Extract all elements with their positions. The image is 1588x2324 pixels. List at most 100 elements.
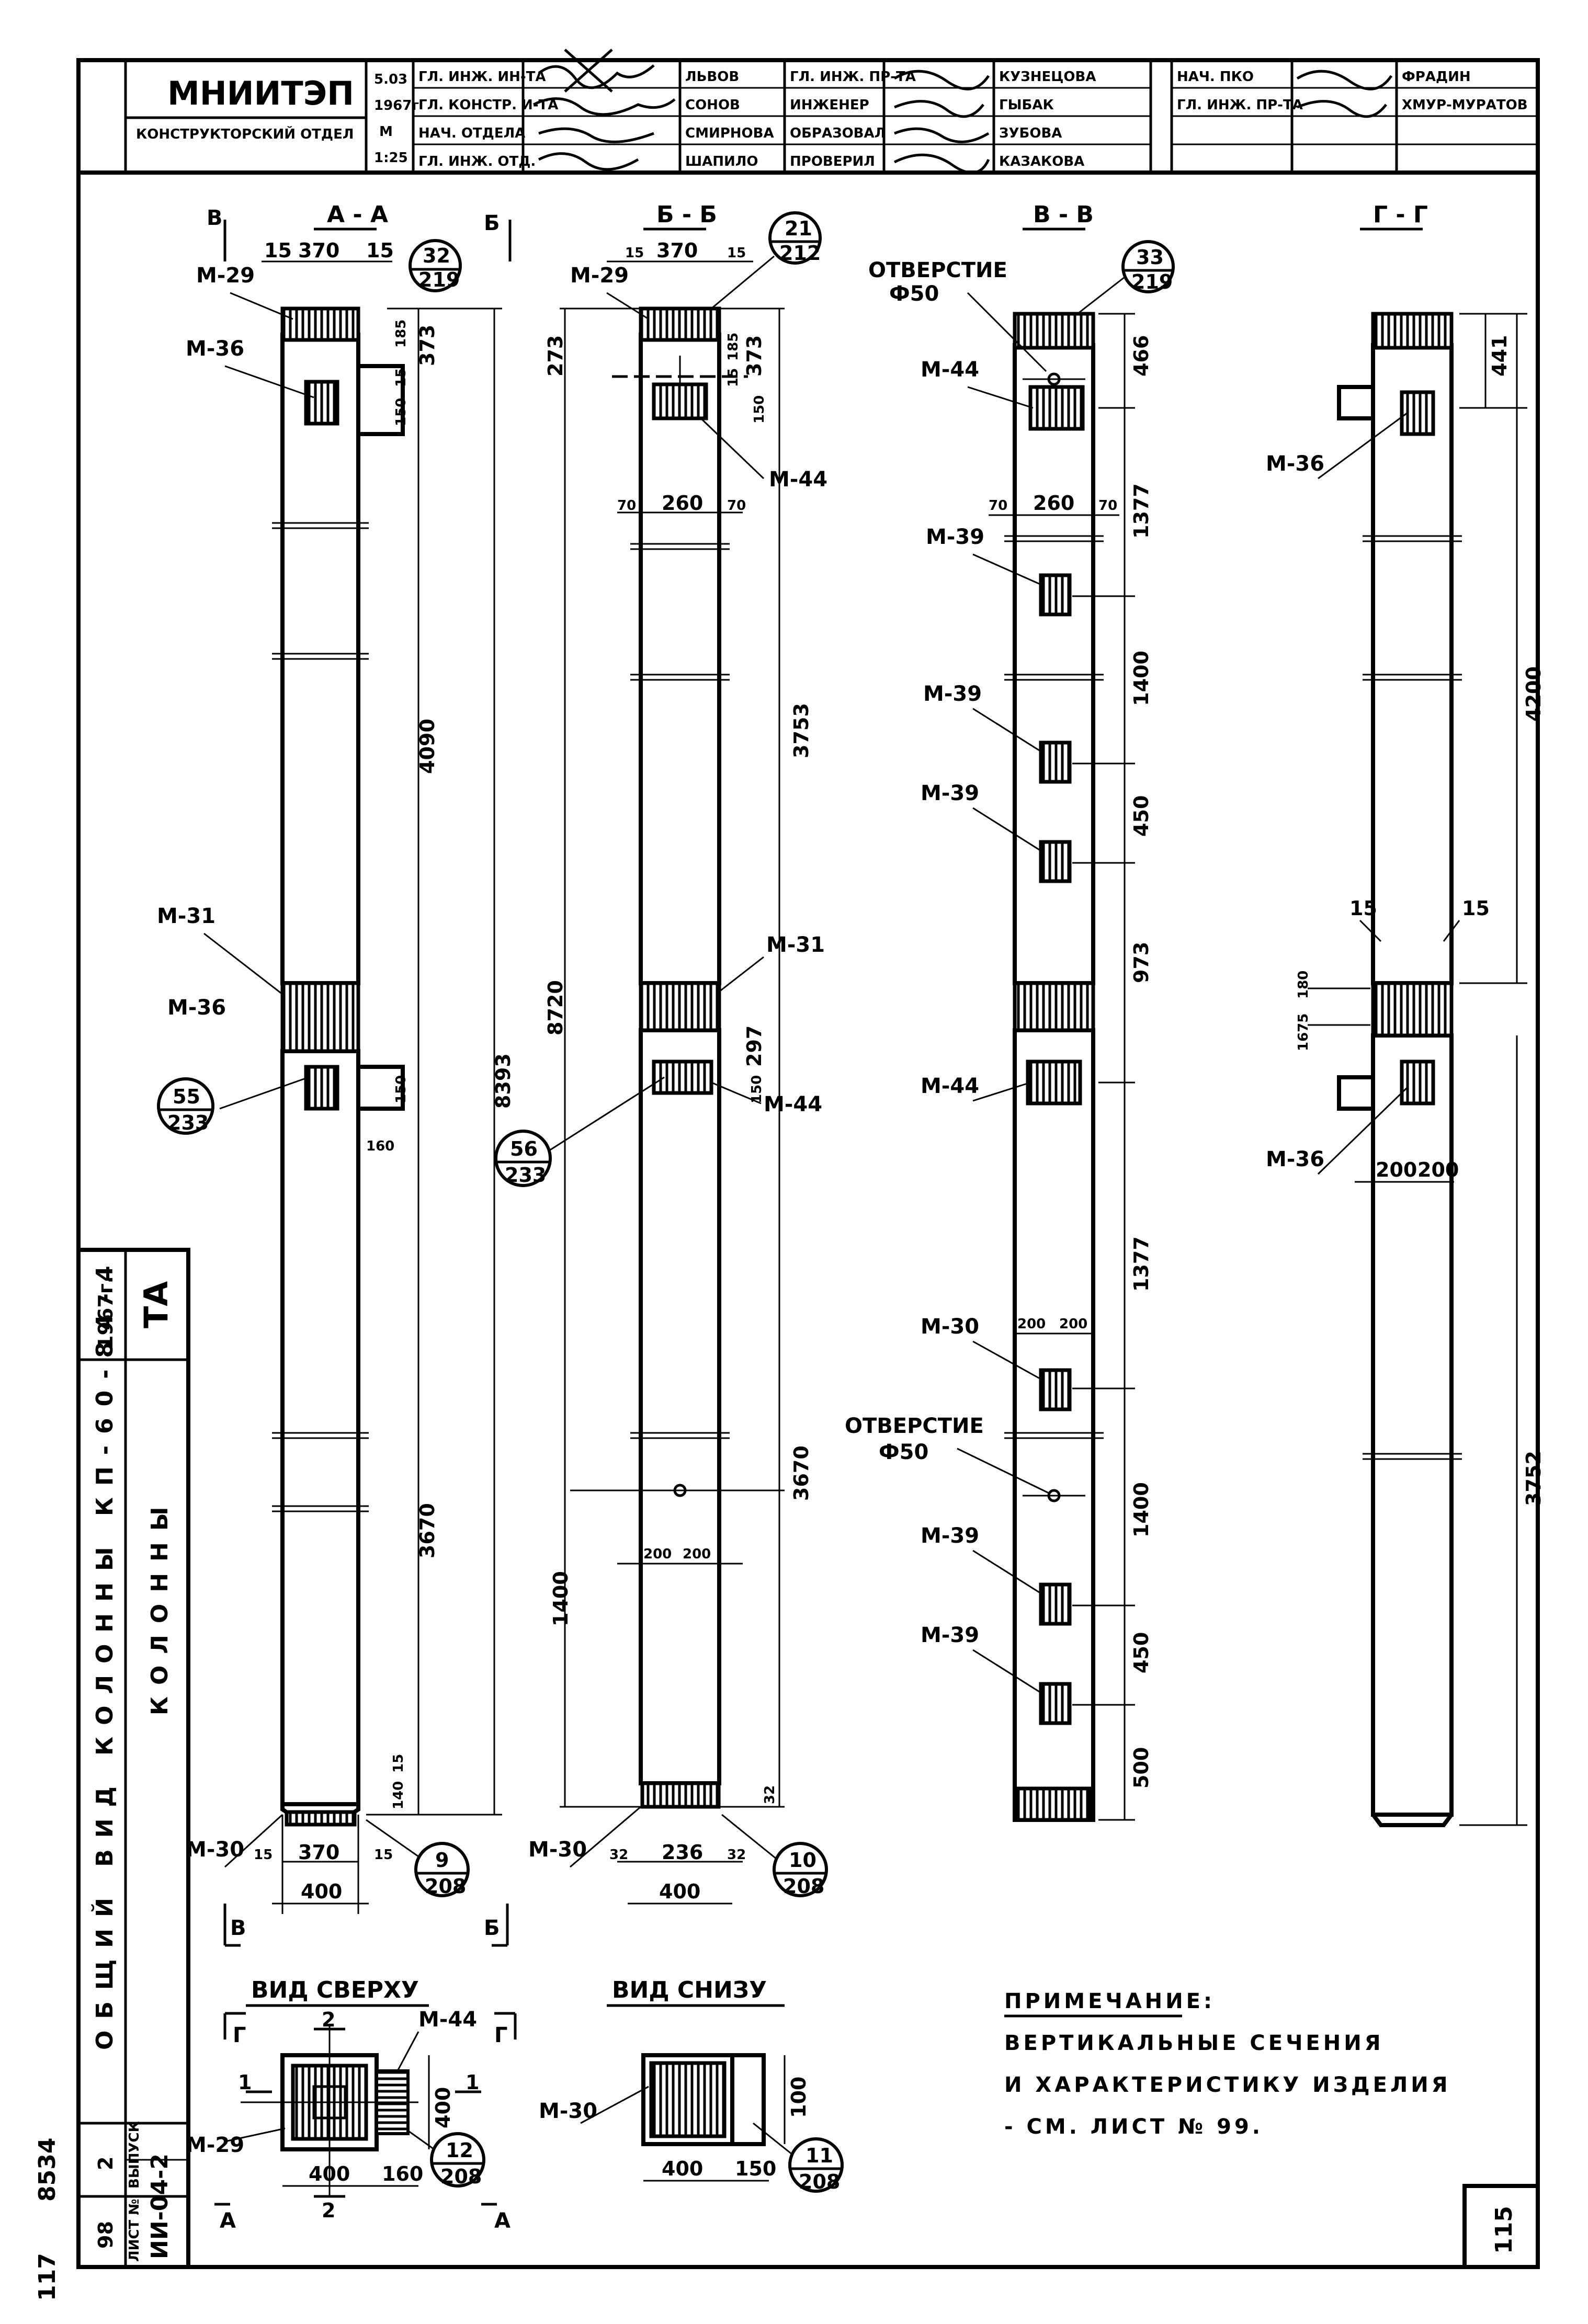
dim-bottom-150: 150 — [735, 2157, 776, 2180]
svg-text:56: 56 — [510, 1137, 538, 1160]
name-2: СОНОВ — [685, 97, 740, 113]
svg-text:233: 233 — [167, 1111, 209, 1134]
dim-aa-400: 400 — [301, 1880, 342, 1903]
label-m44-top: М-44 — [418, 2008, 477, 2032]
plate-m39-4-vv — [1039, 1582, 1072, 1626]
signature-mark — [564, 49, 613, 93]
name2-1: КУЗНЕЦОВА — [999, 69, 1096, 85]
plate-m31-bb — [639, 981, 721, 1032]
side-page: 117 — [34, 2253, 61, 2301]
side-doc-title: ОБЩИЙ ВИД КОЛОННЫ КП-60-84-4 — [90, 1254, 118, 2050]
plate-m30-vv — [1039, 1368, 1072, 1411]
svg-text:10: 10 — [789, 1849, 816, 1872]
label-m44-bb: М-44 — [769, 468, 827, 492]
dim-gg-1675: 1675 — [1296, 1013, 1311, 1051]
svg-text:208: 208 — [425, 1875, 466, 1898]
label-m39-3-vv: М-39 — [921, 781, 979, 805]
dim-aa-150: 150 — [393, 398, 409, 426]
corner-number: 115 — [1491, 2206, 1517, 2254]
dim-bb-15a: 15 — [625, 245, 644, 261]
dim-bb-1400: 1400 — [549, 1571, 572, 1626]
dim-bb-70b: 70 — [727, 498, 746, 514]
dim-gg-15b: 15 — [1462, 897, 1490, 920]
dim-bb-3670: 3670 — [790, 1445, 813, 1501]
svg-text:12: 12 — [446, 2139, 473, 2162]
signature-9 — [1296, 70, 1393, 90]
dim-gg-200b: 200 — [1417, 1158, 1459, 1181]
plate-m44-mid-bb — [652, 1060, 713, 1095]
role3-1: НАЧ. ПКО — [1177, 69, 1254, 85]
corner-number-box: 115 — [1462, 2184, 1540, 2269]
signature-6 — [894, 100, 984, 118]
side-series: ИИ-04-2 — [146, 2154, 173, 2259]
signature-1 — [538, 64, 655, 89]
name2-3: ЗУБОВА — [999, 126, 1062, 141]
svg-text:Г: Г — [494, 2023, 508, 2047]
role2-4: ПРОВЕРИЛ — [790, 154, 875, 169]
label-m44b-bb: М-44 — [764, 1092, 822, 1117]
svg-text:208: 208 — [783, 1875, 824, 1898]
svg-text:1: 1 — [466, 2071, 479, 2094]
dim-bb-8720: 8720 — [544, 980, 567, 1035]
role3-2: ГЛ. ИНЖ. ПР-ТА — [1177, 97, 1303, 113]
section-aa: А - А 370 15 15 185 37 — [157, 201, 515, 1914]
svg-text:208: 208 — [440, 2165, 482, 2188]
name2-2: ГЫБАК — [999, 97, 1054, 113]
callout-32-219: 32 219 — [409, 239, 462, 292]
dim-bb-200a: 200 — [643, 1546, 672, 1562]
role-1: ГЛ. ИНЖ. ИН-ТА — [418, 69, 546, 85]
role2-3: ОБРАЗОВАЛ — [790, 126, 886, 141]
view-bottom-title: ВИД СНИЗУ — [612, 1977, 767, 2003]
dim-aa-370: 370 — [298, 239, 339, 262]
callout-10-208: 10 208 — [721, 1814, 828, 1898]
side-sheet-label: ЛИСТ № — [127, 2198, 142, 2262]
side-issue: 2 — [94, 2157, 117, 2170]
plate-mid-gg — [1371, 981, 1454, 1038]
label-hole-top-vv: ОТВЕРСТИЕ — [868, 258, 1007, 282]
view-top-title: ВИД СВЕРХУ — [251, 1977, 419, 2003]
dim-vv-450: 450 — [1130, 795, 1153, 837]
name2-4: КАЗАКОВА — [999, 154, 1084, 169]
dim-gg-4200: 4200 — [1522, 666, 1545, 722]
svg-text:1: 1 — [238, 2071, 252, 2094]
label-m29-bb: М-29 — [570, 264, 629, 288]
dim-aa-15e: 15 — [254, 1847, 273, 1863]
section-gg: Г - Г 441 4200 15 15 180 1675 2 — [1266, 201, 1545, 1827]
side-issue-label: ВЫПУСК — [127, 2121, 142, 2189]
signature-3 — [538, 127, 654, 143]
section-bb: Б - Б 370 15 15 273 185 373 15 1 — [528, 201, 827, 1905]
side-doc-kind: КОЛОННЫ — [146, 1495, 173, 1715]
scale: 1:25 — [374, 150, 408, 166]
plate-m30-bb — [640, 1781, 721, 1809]
callout-21-212: 21 212 — [711, 211, 822, 310]
dim-gg-180: 180 — [1296, 971, 1311, 999]
dim-vv-466: 466 — [1130, 335, 1153, 377]
plate-bottom-vv — [1015, 1786, 1093, 1822]
name-1: ЛЬВОВ — [685, 69, 739, 85]
org-name: МНИИТЭП — [167, 74, 354, 112]
label-m29-top: М-29 — [186, 2133, 244, 2157]
svg-text:Б: Б — [484, 1916, 500, 1940]
callout-9-208: 9 208 — [366, 1819, 470, 1898]
dim-bb-370: 370 — [656, 239, 698, 262]
plate-m29-aa — [280, 306, 360, 342]
dim-bb-373: 373 — [743, 335, 766, 377]
callouts: 32 219 21 212 33 219 55 233 56 233 — [157, 211, 1175, 2193]
dim-bb-400: 400 — [659, 1880, 700, 1903]
plate-m44-mid-vv — [1026, 1060, 1082, 1106]
label-m30-vv: М-30 — [921, 1315, 979, 1339]
dim-vv-1400: 1400 — [1130, 651, 1153, 706]
dim-bb-70a: 70 — [617, 498, 636, 514]
dim-vv-200a: 200 — [1017, 1316, 1046, 1332]
svg-text:219: 219 — [418, 268, 460, 291]
sheet-frame — [76, 58, 1540, 2269]
label-m39-5-vv: М-39 — [921, 1623, 979, 1647]
label-m36-aa: М-36 — [186, 337, 244, 361]
callout-55-233: 55 233 — [157, 1077, 214, 1135]
note-line2: И ХАРАКТЕРИСТИКУ ИЗДЕЛИЯ — [1004, 2073, 1451, 2097]
dim-bottom-100: 100 — [787, 2077, 810, 2118]
dim-bottom-400: 400 — [662, 2157, 703, 2180]
dim-aa-8393: 8393 — [492, 1053, 515, 1109]
dim-gg-441: 441 — [1488, 335, 1511, 377]
note-block: ПРИМЕЧАНИЕ: ВЕРТИКАЛЬНЫЕ СЕЧЕНИЯ И ХАРАК… — [1004, 1989, 1451, 2139]
